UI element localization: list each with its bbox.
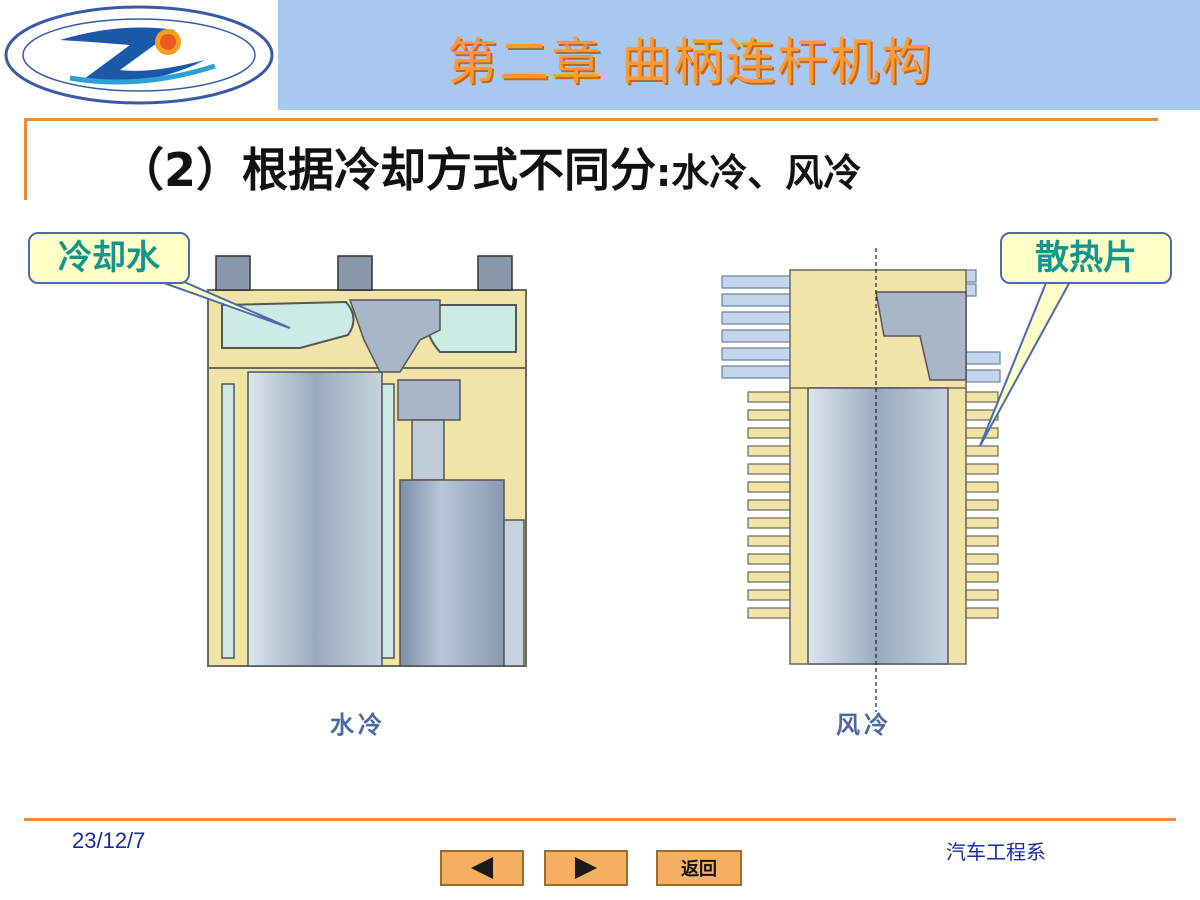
callout-cooling-fins: 散热片 <box>1000 232 1172 284</box>
caption-water-cooled: 水冷 <box>330 711 386 739</box>
section-heading-rest: 水冷、风冷 <box>671 151 862 195</box>
caption-air-cooled: 风冷 <box>836 711 892 739</box>
air-cooled-engine-figure <box>721 248 1001 712</box>
previous-slide-button[interactable] <box>440 850 524 886</box>
colon-mark: : <box>656 151 672 195</box>
title-rule <box>24 118 1158 121</box>
section-heading-main: （2）根据冷却方式不同分 <box>118 143 657 197</box>
footer-department: 汽车工程系 <box>946 840 1046 864</box>
footer-date: 23/12/7 <box>72 828 146 853</box>
footer-rule <box>24 818 1176 821</box>
title-rule-left <box>24 118 27 200</box>
return-button[interactable]: 返回 <box>656 850 742 886</box>
callout-cooling-water: 冷却水 <box>28 232 190 284</box>
cooling-diagrams <box>149 248 1074 712</box>
section-heading: （2）根据冷却方式不同分:水冷、风冷 <box>118 134 861 200</box>
next-slide-button[interactable] <box>544 850 628 886</box>
arrow-right-icon <box>575 857 597 879</box>
arrow-left-icon <box>471 857 493 879</box>
logo-emblem-icon <box>4 5 274 105</box>
page-title: 第二章 曲柄连杆机构 <box>447 33 933 91</box>
school-logo <box>0 0 278 110</box>
water-cooled-engine-figure <box>207 255 527 667</box>
